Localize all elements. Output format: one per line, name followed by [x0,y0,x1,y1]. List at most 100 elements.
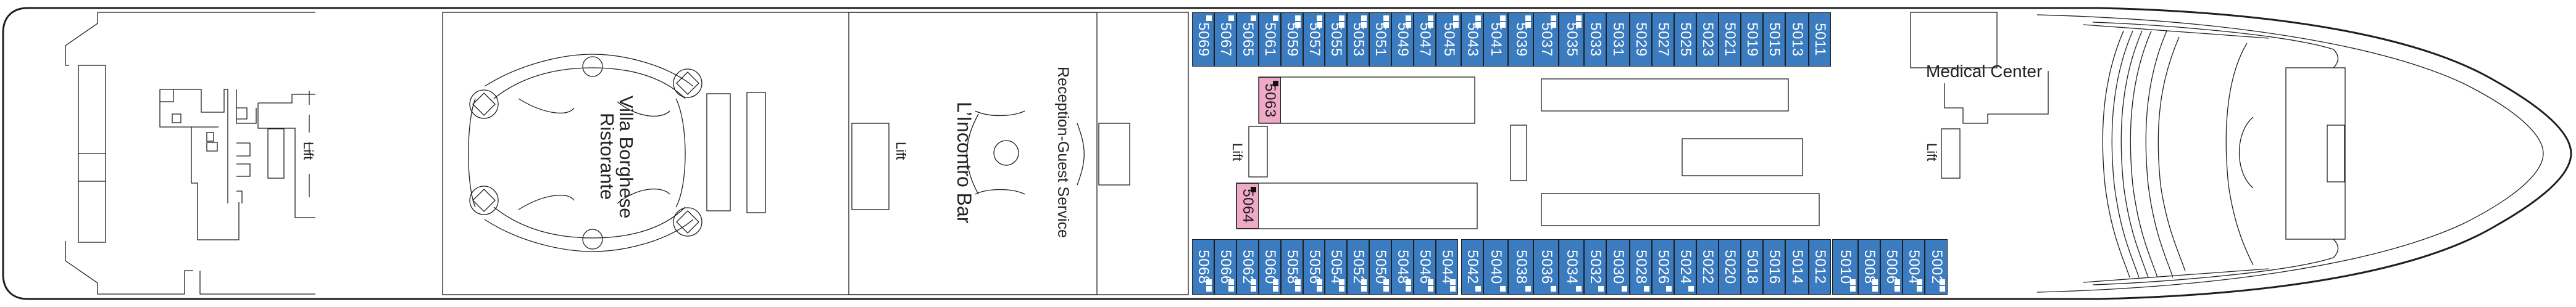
cabin-5059[interactable]: 5059 [1281,12,1303,67]
cabin-5002[interactable]: 5002 [1925,239,1948,295]
white-square-icon [1273,15,1278,21]
white-square-icon [1339,286,1344,292]
cabin-5051[interactable]: 5051 [1369,12,1391,67]
cabin-5033[interactable]: 5033 [1584,12,1606,67]
cabin-5046[interactable]: 5046 [1414,239,1436,295]
cabin-number: 5018 [1744,250,1761,284]
cabin-5022[interactable]: 5022 [1696,239,1719,295]
cabin-5045[interactable]: 5045 [1436,12,1461,67]
cabin-5029[interactable]: 5029 [1630,12,1652,67]
cabin-5018[interactable]: 5018 [1741,239,1763,295]
cabin-5004[interactable]: 5004 [1903,239,1925,295]
cabin-5012[interactable]: 5012 [1809,239,1831,295]
cabin-5037[interactable]: 5037 [1533,12,1559,67]
white-square-icon [1450,279,1456,285]
cabin-5067[interactable]: 5067 [1214,12,1236,67]
cabin-number: 5038 [1512,250,1530,284]
white-square-icon [1850,279,1856,285]
aft-service-rooms [159,89,315,240]
cabin-5054[interactable]: 5054 [1325,239,1347,295]
white-square-icon [1273,279,1278,285]
cabin-5057[interactable]: 5057 [1303,12,1325,67]
cabin-5065[interactable]: 5065 [1236,12,1259,67]
white-square-icon [1339,279,1344,285]
cabin-5036[interactable]: 5036 [1533,239,1559,295]
cabin-number: 5033 [1587,22,1604,57]
cabin-5043[interactable]: 5043 [1461,12,1483,67]
cabin-5024[interactable]: 5024 [1674,239,1696,295]
cabin-5016[interactable]: 5016 [1763,239,1785,295]
restaurant-ring [468,54,694,252]
cabin-5044[interactable]: 5044 [1436,239,1458,295]
aft-stair [172,113,181,123]
cabin-5010[interactable]: 5010 [1832,239,1858,295]
white-square-icon [1295,286,1301,292]
theater-arcs [2083,24,2269,283]
cabin-5028[interactable]: 5028 [1630,239,1652,295]
restaurant-label-line2: Ristorante [596,113,618,200]
cabin-5066[interactable]: 5066 [1214,239,1236,295]
white-square-icon [1525,22,1531,28]
cabin-5019[interactable]: 5019 [1741,12,1763,67]
cabin-number: 5027 [1655,22,1672,57]
cabin-number: 5013 [1789,22,1806,57]
white-square-icon [1450,286,1456,292]
cabin-5061[interactable]: 5061 [1259,12,1281,67]
cabin-5047[interactable]: 5047 [1414,12,1436,67]
white-square-icon [1361,286,1367,292]
white-square-icon [1361,279,1367,285]
cabin-number: 5011 [1812,23,1828,56]
cabin-5031[interactable]: 5031 [1606,12,1630,67]
white-square-icon [1551,15,1556,21]
cabin-5053[interactable]: 5053 [1347,12,1369,67]
cabin-number: 5015 [1766,22,1783,57]
white-square-icon [1251,286,1256,292]
cabin-5013[interactable]: 5013 [1785,12,1809,67]
white-square-icon [1428,15,1433,21]
bar-label: L’Incontro Bar [953,102,975,224]
cabin-5063[interactable]: 5063 [1259,77,1281,123]
cabin-number: 5012 [1812,250,1828,284]
cabin-5008[interactable]: 5008 [1858,239,1880,295]
cabin-number: 5030 [1610,250,1627,284]
white-square-icon [1383,15,1389,21]
cabin-5048[interactable]: 5048 [1391,239,1414,295]
cabin-5014[interactable]: 5014 [1785,239,1809,295]
cabin-5069[interactable]: 5069 [1192,12,1214,67]
cabin-5034[interactable]: 5034 [1559,239,1584,295]
cabin-5027[interactable]: 5027 [1652,12,1674,67]
white-square-icon [1551,286,1556,292]
cabin-5030[interactable]: 5030 [1606,239,1630,295]
white-square-icon [1206,286,1212,292]
aft-deck-outline [65,12,315,295]
cabin-5006[interactable]: 5006 [1880,239,1903,295]
cabin-5011[interactable]: 5011 [1809,12,1831,67]
cabin-5025[interactable]: 5025 [1674,12,1696,67]
cabin-5041[interactable]: 5041 [1483,12,1508,67]
bar-center [993,140,1019,166]
cabin-5052[interactable]: 5052 [1347,239,1369,295]
cabin-5023[interactable]: 5023 [1696,12,1719,67]
cabin-5064[interactable]: 5064 [1236,183,1259,229]
cabin-5020[interactable]: 5020 [1719,239,1741,295]
cabin-5039[interactable]: 5039 [1508,12,1533,67]
cabin-5032[interactable]: 5032 [1584,239,1606,295]
cabin-5042[interactable]: 5042 [1461,239,1483,295]
cabin-5062[interactable]: 5062 [1236,239,1259,295]
cabin-5055[interactable]: 5055 [1325,12,1347,67]
medical-lower [1944,71,2049,124]
cabin-5050[interactable]: 5050 [1369,239,1391,295]
cabin-5040[interactable]: 5040 [1483,239,1508,295]
cabin-5049[interactable]: 5049 [1391,12,1414,67]
cabin-5026[interactable]: 5026 [1652,239,1674,295]
cabin-5060[interactable]: 5060 [1259,239,1281,295]
cabin-5058[interactable]: 5058 [1281,239,1303,295]
cabin-5015[interactable]: 5015 [1763,12,1785,67]
cabin-5068[interactable]: 5068 [1192,239,1214,295]
cabin-5056[interactable]: 5056 [1303,239,1325,295]
cabin-5021[interactable]: 5021 [1719,12,1741,67]
white-square-icon [1383,22,1389,28]
cabin-5035[interactable]: 5035 [1559,12,1584,67]
aft-stair [206,142,218,152]
cabin-5038[interactable]: 5038 [1508,239,1533,295]
